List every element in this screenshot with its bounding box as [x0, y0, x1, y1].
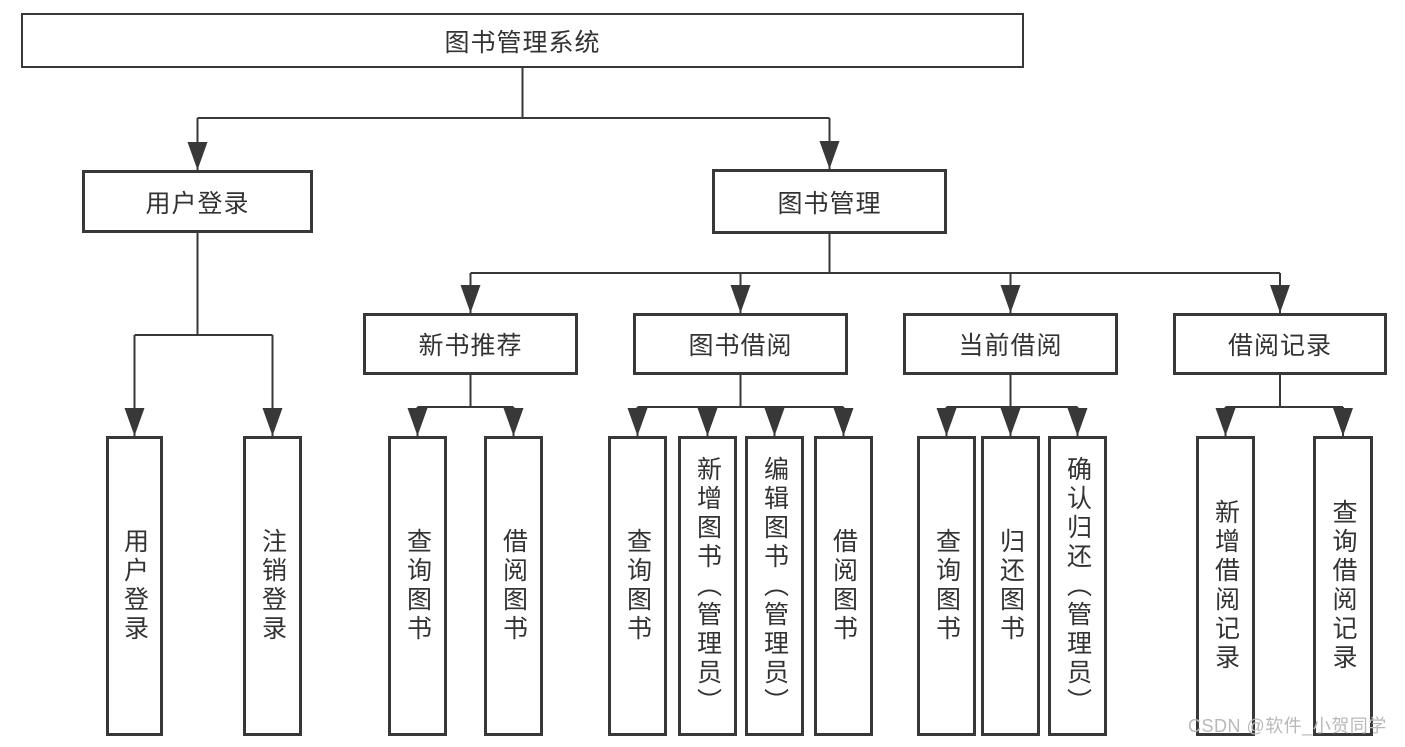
connector-user-login-to-leaves [124, 233, 283, 436]
connector-root-to-level2 [187, 68, 840, 170]
node-current-borrow: 当前借阅 [903, 313, 1118, 375]
connector-book-borrow-to-leaves [627, 375, 854, 436]
connector-new-book-recommend-to-leaves [407, 375, 524, 436]
node-new-book-recommend: 新书推荐 [363, 313, 578, 375]
leaf-user-login: 用户登录 [106, 436, 163, 736]
leaf-query-books-borrow: 查询图书 [608, 436, 667, 736]
connector-book-management-to-level3 [460, 234, 1290, 313]
node-root-system: 图书管理系统 [21, 13, 1024, 68]
connector-borrow-records-to-leaves [1215, 375, 1353, 436]
leaf-add-books-admin: 新增图书（管理员） [678, 436, 737, 736]
connector-current-borrow-to-leaves [936, 375, 1088, 436]
node-borrow-records: 借阅记录 [1173, 313, 1387, 375]
leaf-return-books: 归还图书 [981, 436, 1040, 736]
node-user-login: 用户登录 [82, 170, 313, 233]
leaf-query-books-recommend: 查询图书 [388, 436, 447, 736]
leaf-logout: 注销登录 [243, 436, 302, 736]
leaf-edit-books-admin: 编辑图书（管理员） [745, 436, 804, 736]
node-book-borrow: 图书借阅 [633, 313, 848, 375]
leaf-query-books-current: 查询图书 [917, 436, 976, 736]
node-book-management: 图书管理 [712, 169, 947, 234]
csdn-watermark: CSDN @软件_小贺同学 [1188, 716, 1387, 736]
leaf-borrow-books: 借阅图书 [814, 436, 873, 736]
leaf-confirm-return-admin: 确认归还（管理员） [1048, 436, 1107, 736]
leaf-add-borrow-record: 新增借阅记录 [1196, 436, 1255, 736]
leaf-borrow-books-recommend: 借阅图书 [484, 436, 543, 736]
leaf-query-borrow-record: 查询借阅记录 [1313, 436, 1373, 736]
